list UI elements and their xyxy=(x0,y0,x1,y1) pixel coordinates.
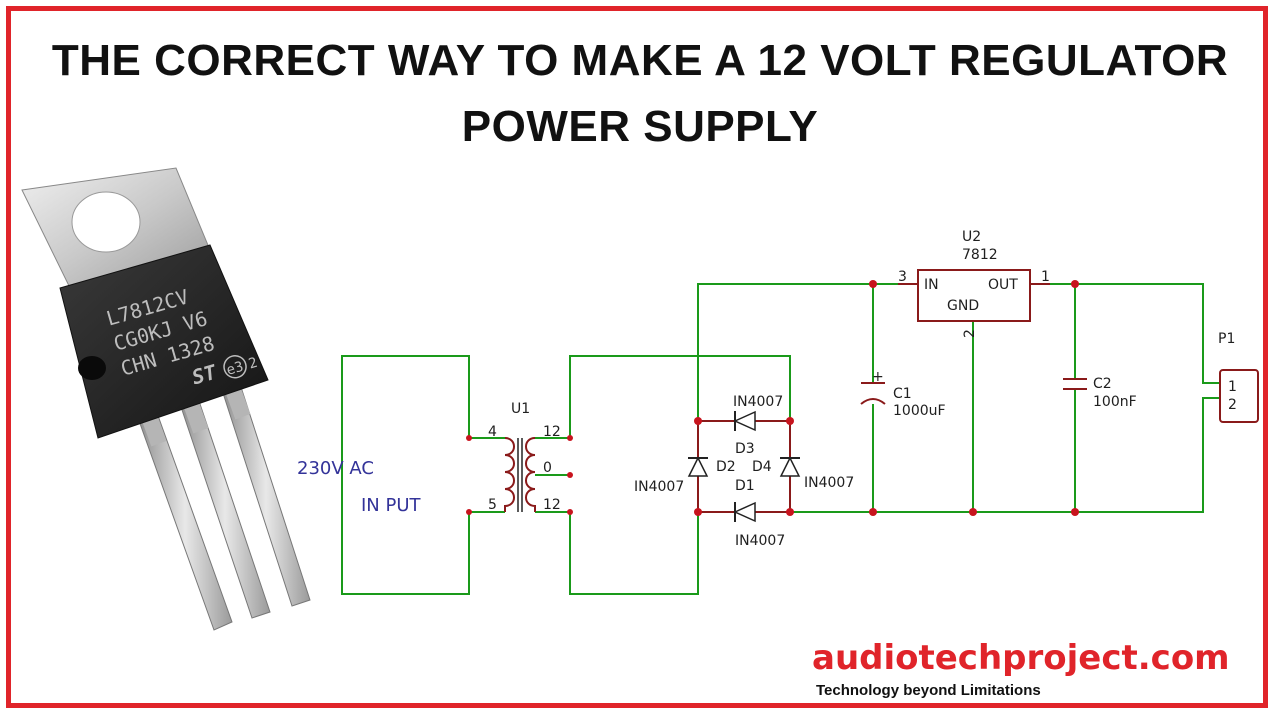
c1-polarity: + xyxy=(872,369,884,385)
d2-part: IN4007 xyxy=(634,479,684,495)
page-title-line-1: THE CORRECT WAY TO MAKE A 12 VOLT REGULA… xyxy=(51,36,1229,85)
transformer-pin-0: 0 xyxy=(543,460,552,476)
site-brand: audiotechproject.com xyxy=(812,638,1230,678)
input-label-voltage: 230V AC xyxy=(297,458,374,479)
d4-ref: D4 xyxy=(752,459,772,475)
d3-ref: D3 xyxy=(735,441,755,457)
regulator-pin-2: 2 xyxy=(962,329,978,338)
c2-ref: C2 xyxy=(1093,376,1112,392)
e3-logo-ring xyxy=(223,354,247,379)
transformer-ref: U1 xyxy=(511,401,530,417)
wires xyxy=(341,283,1220,595)
diode-d2-icon xyxy=(687,456,709,477)
diode-d1-icon xyxy=(733,501,756,523)
d3-part: IN4007 xyxy=(733,394,783,410)
capacitor-c1-icon xyxy=(860,382,886,405)
regulator-ref: U2 xyxy=(962,229,981,245)
c1-ref: C1 xyxy=(893,386,912,402)
schematic: + 230V AC xyxy=(297,229,1259,595)
regulator-pin-3: 3 xyxy=(898,269,907,285)
transformer-pin-5: 5 xyxy=(488,497,497,513)
regulator-in-label: IN xyxy=(924,277,939,293)
transformer-icon xyxy=(504,437,536,512)
transformer-pin-4: 4 xyxy=(488,424,497,440)
diode-d3-icon xyxy=(733,410,756,432)
capacitor-c2-icon xyxy=(1063,378,1087,390)
junction-dots xyxy=(466,280,1079,516)
connector-pin-1: 1 xyxy=(1228,379,1237,395)
transformer-pin-12-top: 12 xyxy=(543,424,561,440)
regulator-body xyxy=(59,244,269,439)
regulator-part: 7812 xyxy=(962,247,998,263)
mounting-hole xyxy=(71,191,141,253)
d4-part: IN4007 xyxy=(804,475,854,491)
d2-ref: D2 xyxy=(716,459,736,475)
regulator-gnd-label: GND xyxy=(947,298,979,314)
e3-logo: e3 xyxy=(225,359,246,379)
connector-pin-2: 2 xyxy=(1228,397,1237,413)
transformer-pin-12-bottom: 12 xyxy=(543,497,561,513)
regulator-pin-1: 1 xyxy=(1041,269,1050,285)
connector-ref: P1 xyxy=(1218,331,1235,347)
connector-p1-box xyxy=(1219,369,1259,423)
diode-d4-icon xyxy=(779,456,801,477)
page-title-line-2: POWER SUPPLY xyxy=(461,102,819,151)
regulator-photo: L7812CV CG0KJ V6 CHN 1328 e3 2 ST xyxy=(21,167,311,631)
c2-value: 100nF xyxy=(1093,394,1137,410)
regulator-u2-box xyxy=(917,269,1031,322)
page-border xyxy=(6,6,1268,708)
c1-value: 1000uF xyxy=(893,403,946,419)
d1-part: IN4007 xyxy=(735,533,785,549)
input-label-input: IN PUT xyxy=(361,495,422,516)
regulator-out-label: OUT xyxy=(988,277,1018,293)
site-tagline: Technology beyond Limitations xyxy=(816,682,1041,699)
d1-ref: D1 xyxy=(735,478,755,494)
